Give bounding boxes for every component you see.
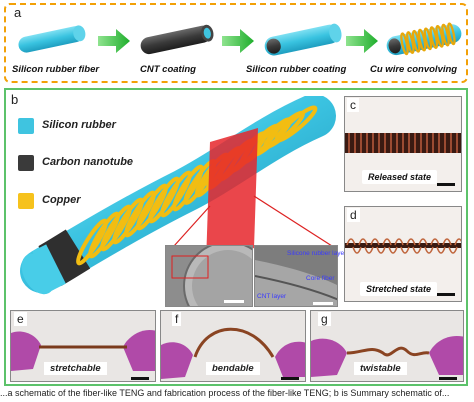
panel-c-caption: Released state [362, 170, 438, 184]
step-label-2: CNT coating [140, 64, 196, 75]
sem-label-core: Core fiber [306, 275, 335, 282]
panel-d-caption: Stretched state [360, 282, 438, 296]
panel-f-caption: bendable [206, 362, 260, 375]
panel-c-letter: c [347, 98, 359, 112]
figure-caption-fragment: ...a schematic of the fiber-like TENG an… [0, 388, 450, 398]
panel-a-letter: a [14, 5, 22, 20]
legend-label-copper: Copper [42, 194, 81, 206]
coiled-fiber-illustration [20, 96, 336, 295]
panel-d-letter: d [347, 208, 360, 222]
legend-swatch-cnt [18, 155, 34, 171]
legend-label-silicon: Silicon rubber [42, 119, 116, 131]
sem-image-right [254, 245, 338, 307]
legend-swatch-copper [18, 193, 34, 209]
step-label-1: Silicon rubber fiber [12, 64, 100, 75]
panel-e-caption: stretchable [44, 362, 107, 375]
fiber-step-1 [18, 25, 86, 53]
process-arrow-2 [222, 29, 254, 53]
legend-swatch-silicon [18, 118, 34, 134]
fiber-step-2 [140, 24, 214, 55]
process-arrow-3 [346, 29, 378, 53]
copper-coils [76, 105, 318, 266]
panel-b-letter: b [11, 92, 19, 107]
step-label-4: Cu wire convolving [370, 64, 458, 75]
panel-f-letter: f [172, 312, 182, 326]
panel-e-letter: e [14, 312, 27, 326]
process-arrow-1 [98, 29, 130, 53]
legend-label-cnt: Carbon nanotube [42, 156, 134, 168]
panel-g-caption: twistable [354, 362, 407, 375]
sem-label-cnt: CNT layer [257, 293, 287, 300]
step-label-3: Silicon rubber coating [246, 64, 347, 75]
fiber-step-3 [264, 23, 342, 56]
panel-g-letter: g [318, 312, 331, 326]
cross-section-plane [206, 128, 258, 264]
panel-a-process-diagram [18, 22, 462, 56]
sem-label-silicone: Silicone rubber layer [287, 250, 347, 257]
fiber-step-4 [386, 22, 462, 56]
sem-image-left [165, 245, 253, 307]
